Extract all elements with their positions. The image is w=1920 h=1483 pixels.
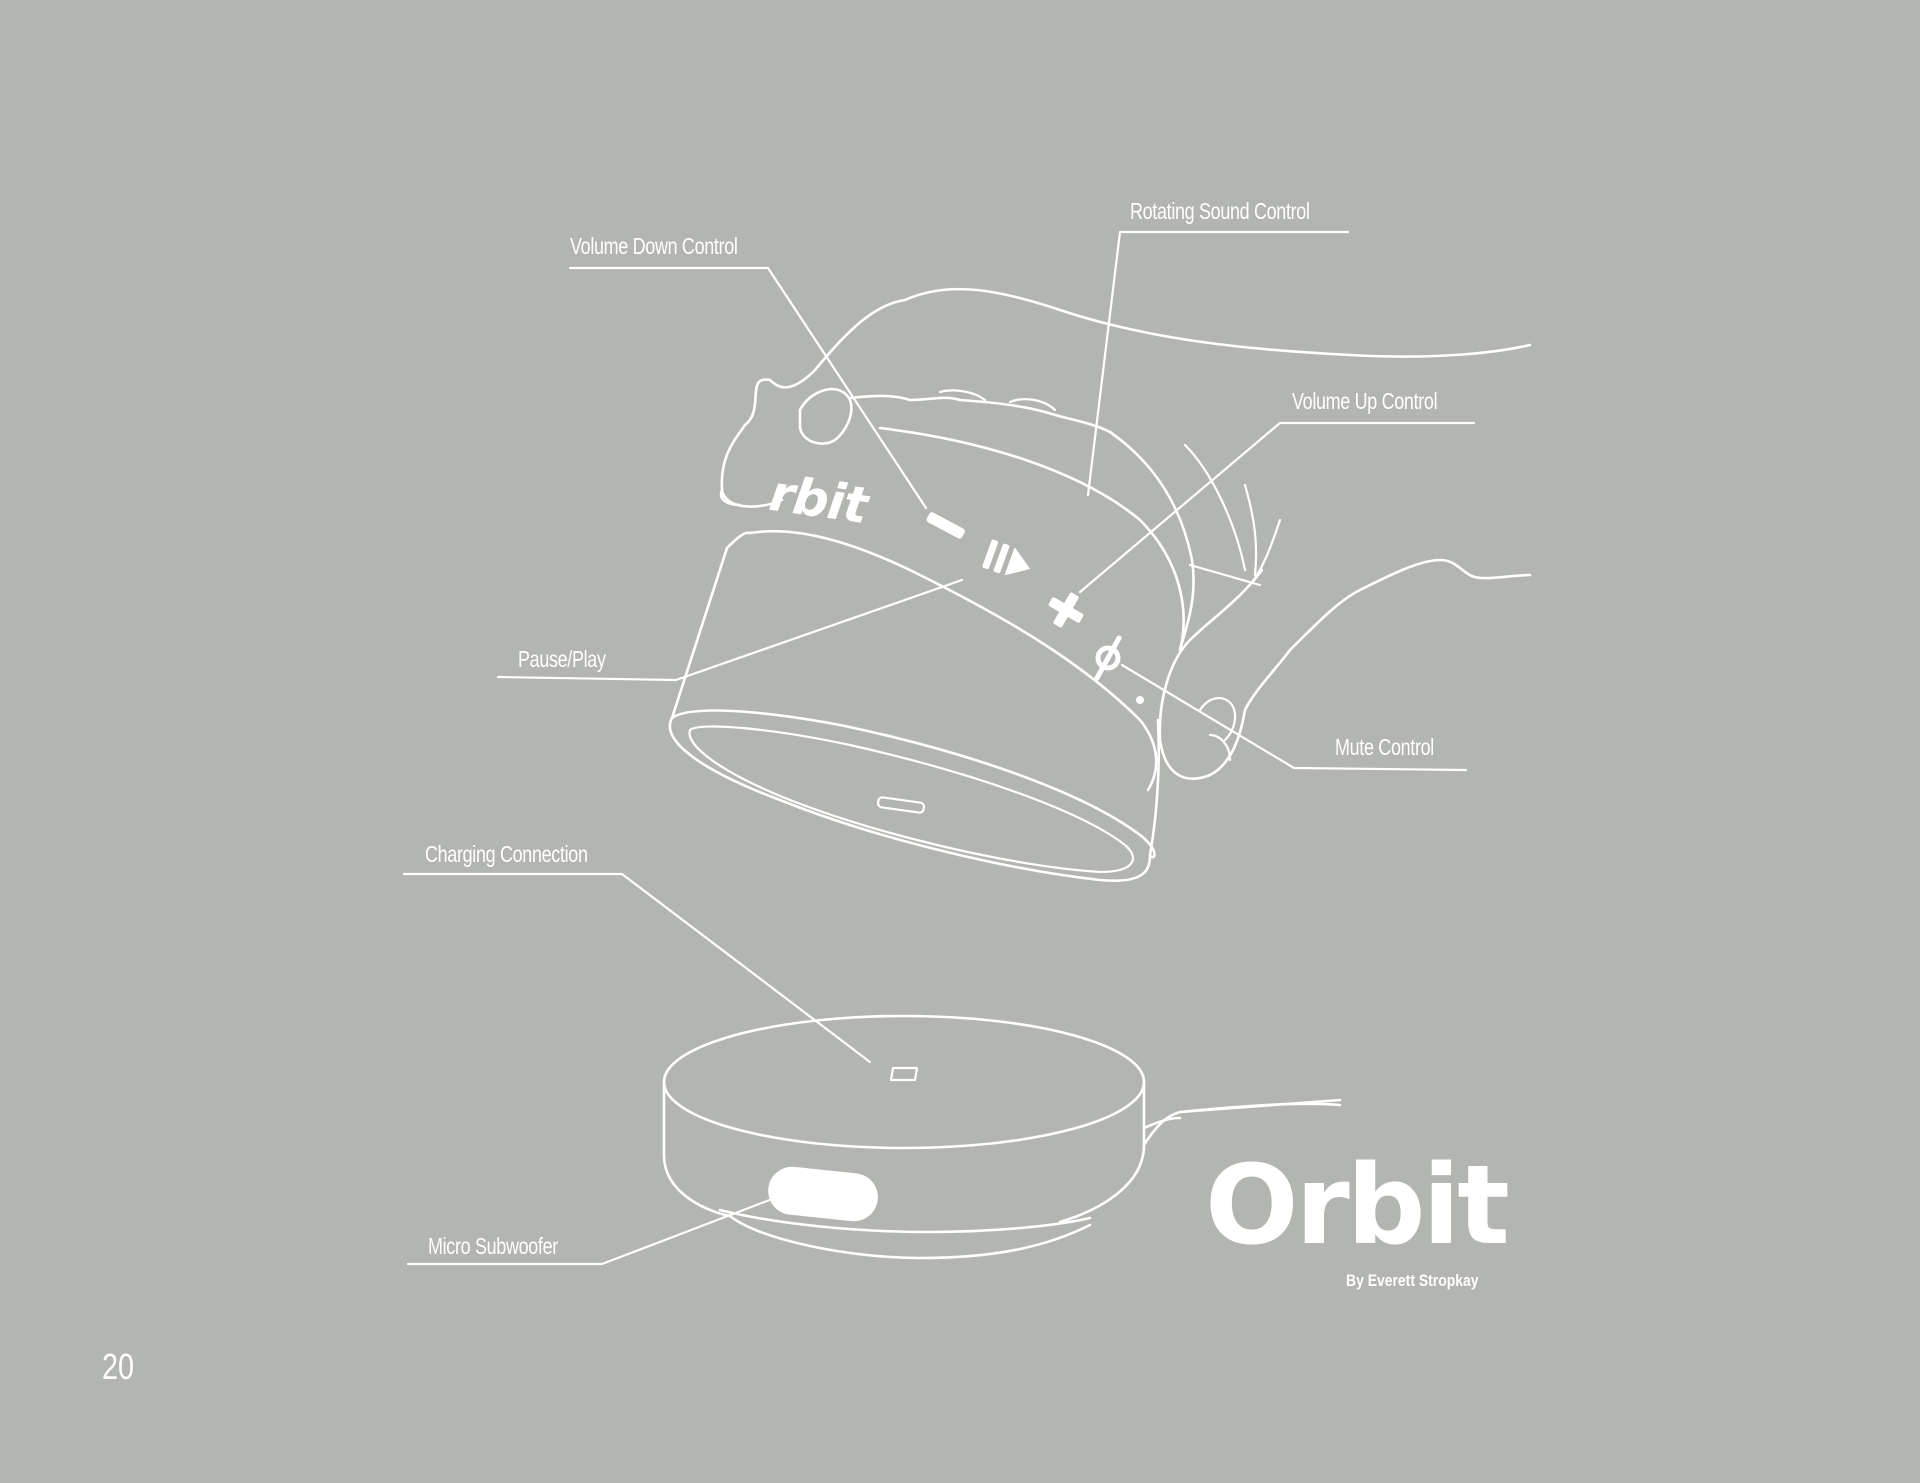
label-volume-down-control: Volume Down Control [570,233,738,259]
label-pause-play: Pause/Play [518,646,606,672]
subwoofer-base [662,1014,1342,1260]
label-volume-up-control: Volume Up Control [1292,388,1438,414]
indicator-dot [1136,696,1144,704]
product-byline: By Everett Stropkay [1346,1271,1479,1290]
label-rotating-sound-control: Rotating Sound Control [1130,198,1310,224]
hand-outline [719,287,1532,780]
label-mute-control: Mute Control [1335,734,1434,760]
page-number: 20 [102,1346,135,1387]
label-charging-connection: Charging Connection [425,841,588,867]
volume-down-icon [926,512,965,539]
speaker-body [668,426,1185,882]
play-pause-icon [982,539,1031,576]
leader-lines [402,230,1476,1266]
mute-icon [1094,635,1122,681]
volume-up-icon [1048,592,1084,628]
product-title: Orbit [1205,1141,1510,1269]
label-micro-subwoofer: Micro Subwoofer [428,1233,558,1259]
control-icons [926,512,1144,704]
